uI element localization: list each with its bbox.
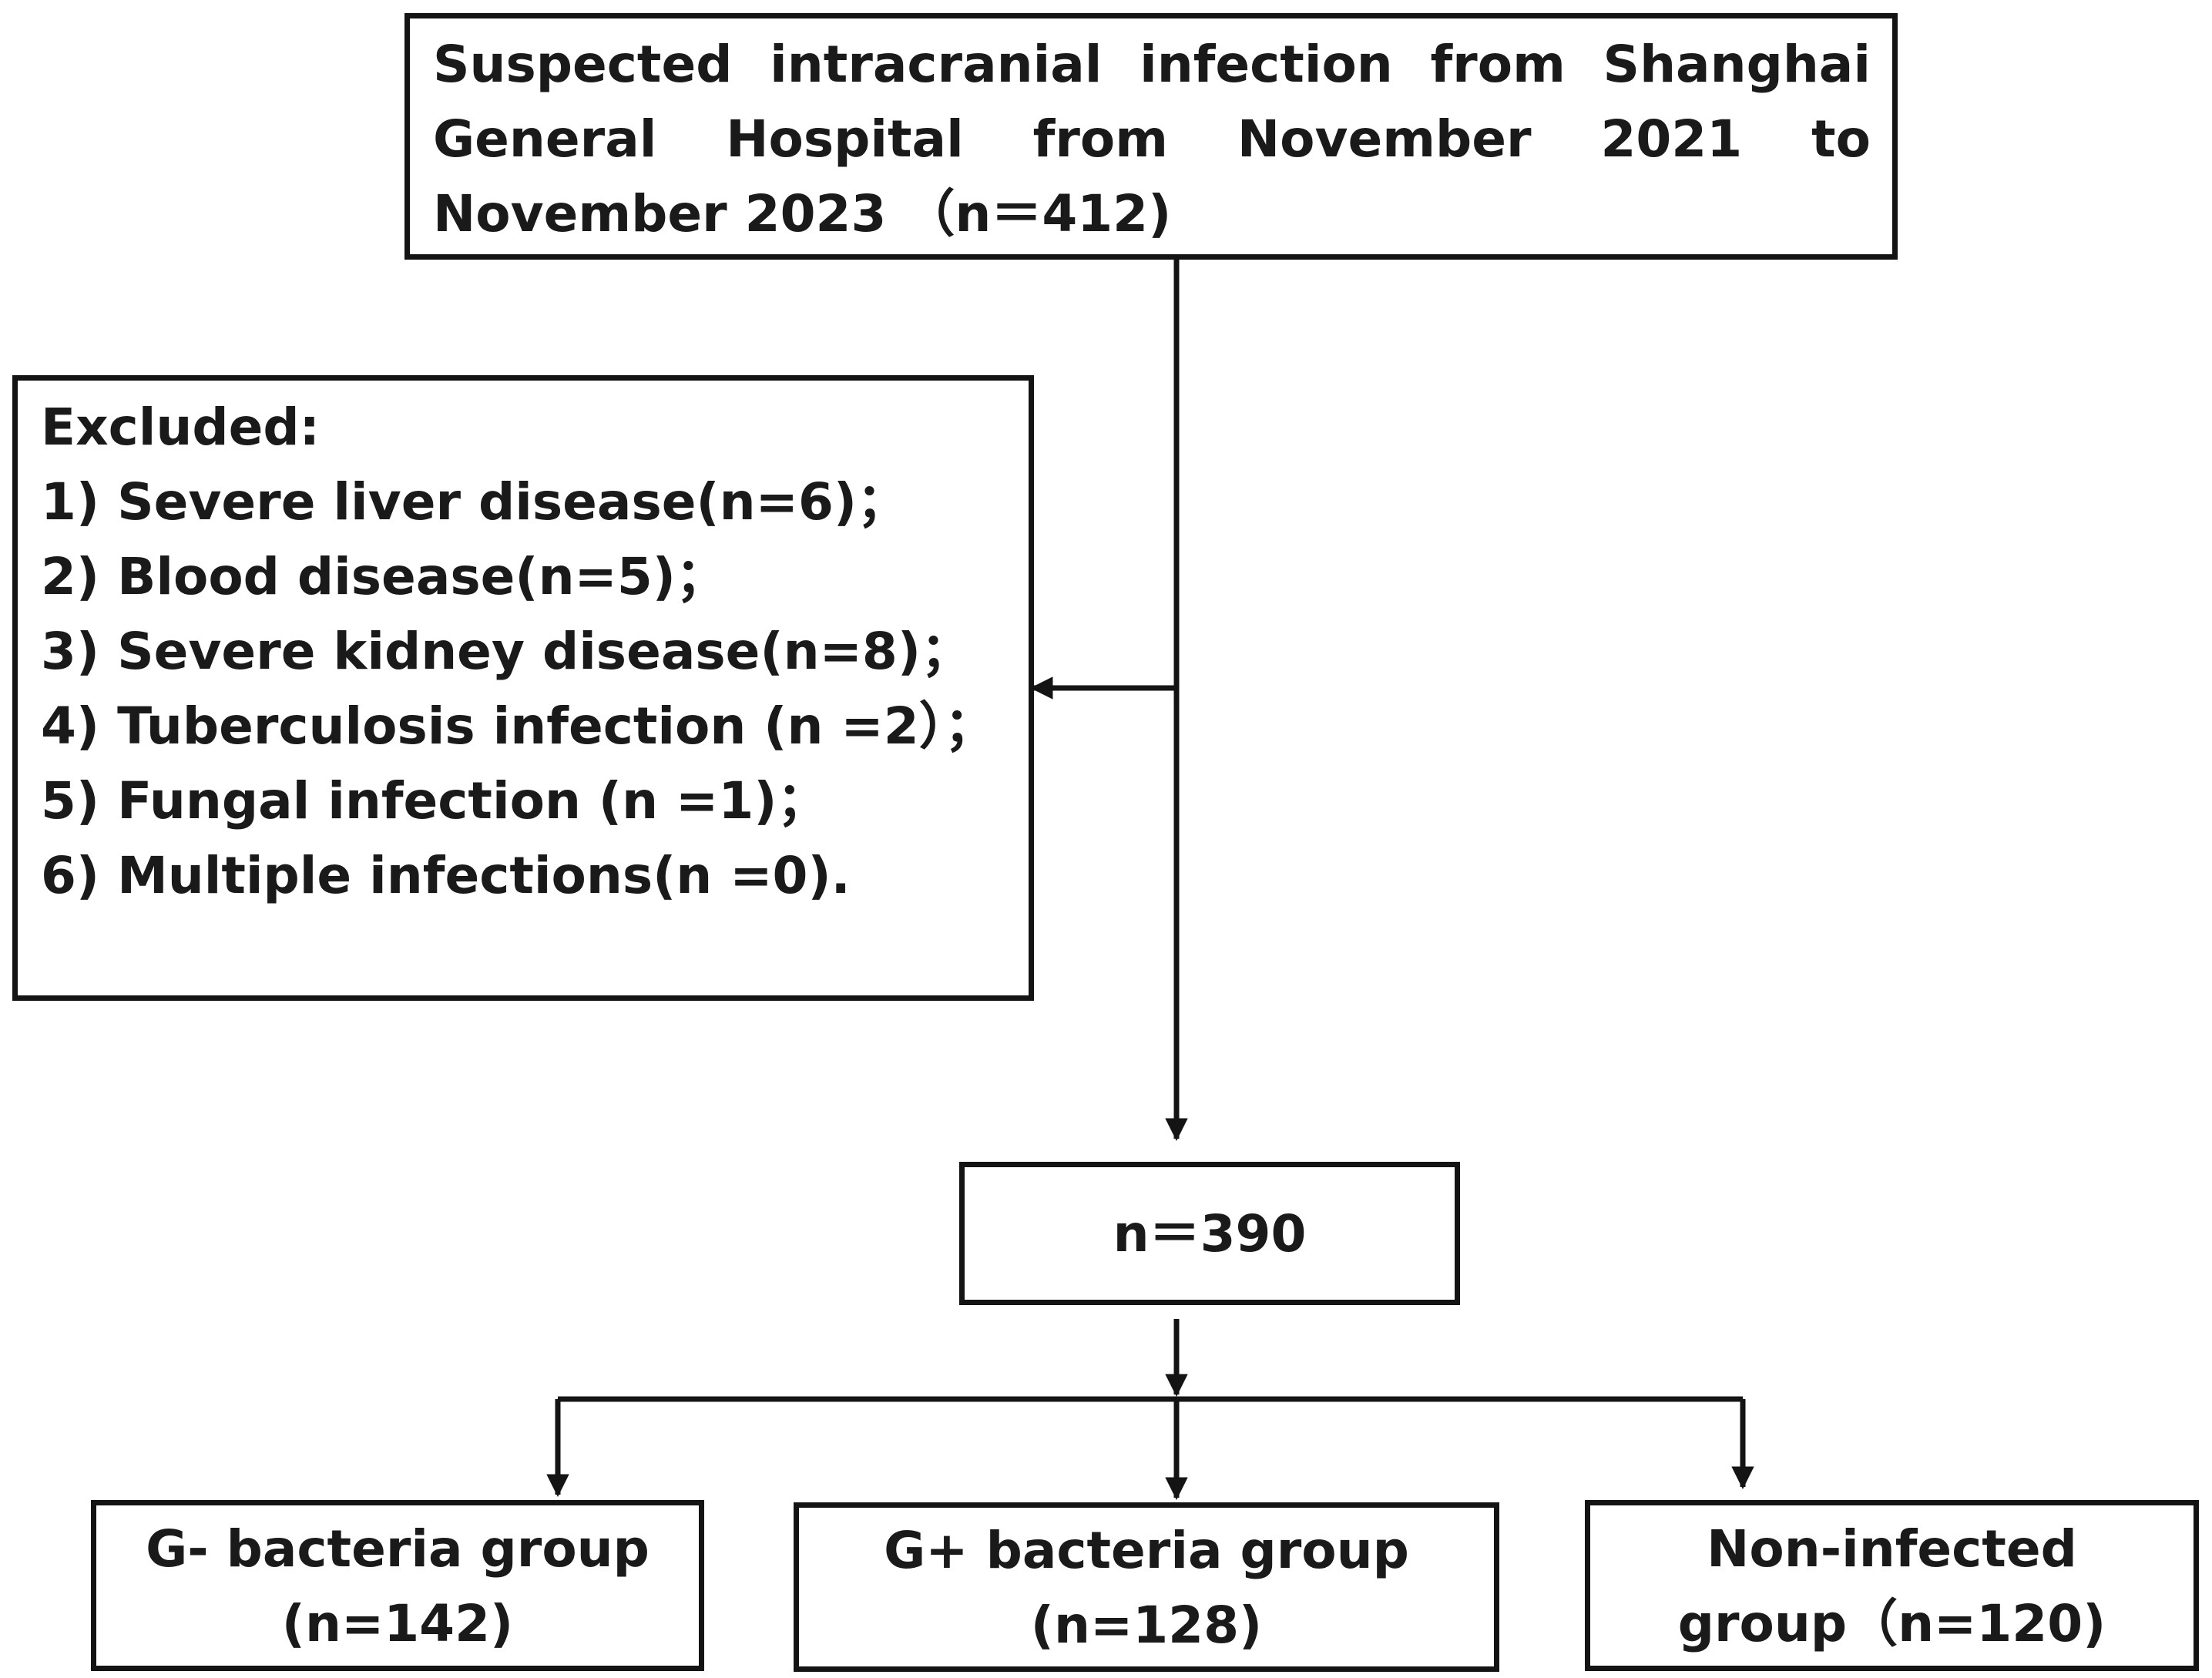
noninfected-group-name: Non-infected bbox=[1707, 1519, 2077, 1579]
excluded-box bbox=[12, 375, 1034, 1001]
gpos-group-count: (n=128) bbox=[1030, 1596, 1263, 1655]
word: intracranial bbox=[770, 35, 1103, 94]
gneg-group-box bbox=[91, 1500, 704, 1671]
excluded-item-1: 1) Severe liver disease(n=6)； bbox=[41, 472, 908, 532]
included-total-label: n＝390 bbox=[1113, 1204, 1307, 1264]
excluded-item-5: 5) Fungal infection (n =1)； bbox=[41, 771, 828, 831]
word: 2021 bbox=[1600, 109, 1743, 169]
source-line-3: November 2023 （n＝412) bbox=[433, 184, 1172, 243]
word: from bbox=[1430, 35, 1566, 94]
word: Hospital bbox=[726, 109, 964, 169]
included-total-box bbox=[959, 1162, 1460, 1305]
word: General bbox=[433, 109, 657, 169]
gpos-group-box bbox=[794, 1502, 1499, 1672]
source-population-box bbox=[404, 13, 1898, 260]
excluded-item-2: 2) Blood disease(n=5)； bbox=[41, 547, 727, 606]
gneg-group-count: (n=142) bbox=[281, 1594, 514, 1653]
noninfected-group-box bbox=[1585, 1500, 2199, 1671]
word: Shanghai bbox=[1603, 35, 1871, 94]
word: to bbox=[1811, 109, 1871, 169]
source-line-1: Suspected intracranial infection from Sh… bbox=[433, 27, 1871, 102]
gpos-group-name: G+ bacteria group bbox=[884, 1521, 1409, 1580]
word: Suspected bbox=[433, 35, 733, 94]
excluded-item-4: 4) Tuberculosis infection (n =2）； bbox=[41, 696, 995, 756]
word: infection bbox=[1140, 35, 1393, 94]
word: November bbox=[1237, 109, 1532, 169]
excluded-item-3: 3) Severe kidney disease(n=8)； bbox=[41, 622, 972, 681]
excluded-title: Excluded: bbox=[41, 398, 321, 457]
gneg-group-name: G- bacteria group bbox=[146, 1519, 650, 1579]
word: from bbox=[1032, 109, 1168, 169]
noninfected-group-count: group（n=120) bbox=[1677, 1594, 2106, 1653]
source-line-2: General Hospital from November 2021 to bbox=[433, 102, 1871, 176]
excluded-item-6: 6) Multiple infections(n =0). bbox=[41, 846, 851, 905]
